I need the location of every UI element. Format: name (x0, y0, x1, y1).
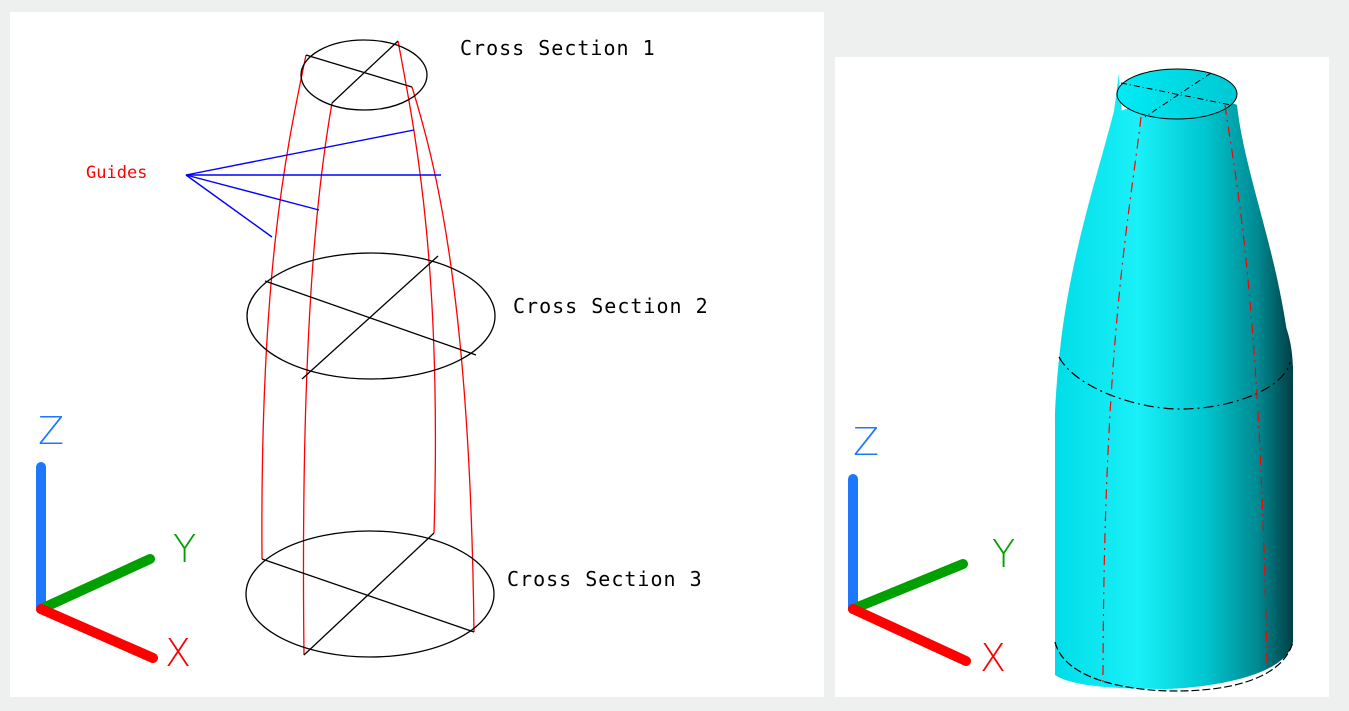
guides-label: Guides (86, 163, 148, 183)
solid-guide-2 (1224, 104, 1268, 668)
guide-curve-4 (411, 86, 475, 633)
solid-drawing (848, 68, 1294, 692)
cross-section-1-shape (300, 39, 428, 111)
guides-pointers (185, 129, 441, 238)
solid-silhouette (1055, 100, 1293, 683)
solid-bottom-edge (1054, 641, 1294, 692)
cross-section-1-label: Cross Section 1 (460, 36, 656, 60)
z-axis-label-right: Z (853, 420, 880, 464)
guide-curve-1 (261, 54, 307, 560)
x-axis-label-right: X (980, 636, 1007, 680)
wireframe-drawing (36, 39, 496, 663)
x-axis-label: X (165, 631, 192, 675)
z-axis-label: Z (38, 409, 65, 453)
cross-section-3-label: Cross Section 3 (507, 567, 703, 591)
cross-section-2-label: Cross Section 2 (513, 294, 709, 318)
cross-section-3-shape (245, 530, 495, 658)
solid-seam (1058, 356, 1291, 410)
wireframe-panel: Cross Section 1 Cross Section 2 Cross Se… (10, 12, 824, 697)
y-axis-line-right (848, 559, 968, 614)
y-axis-line (36, 554, 155, 614)
x-axis-line-right (848, 604, 971, 666)
solid-panel: Z Y X (835, 57, 1329, 697)
guide-curve-3 (397, 40, 437, 534)
axis-gizmo-left (36, 462, 158, 663)
cross-section-2-shape (246, 252, 496, 380)
axis-gizmo-right (848, 474, 971, 666)
guide-curve-2 (302, 102, 333, 656)
y-axis-label: Y (173, 527, 197, 571)
x-axis-line (36, 604, 158, 663)
y-axis-label-right: Y (992, 532, 1016, 576)
